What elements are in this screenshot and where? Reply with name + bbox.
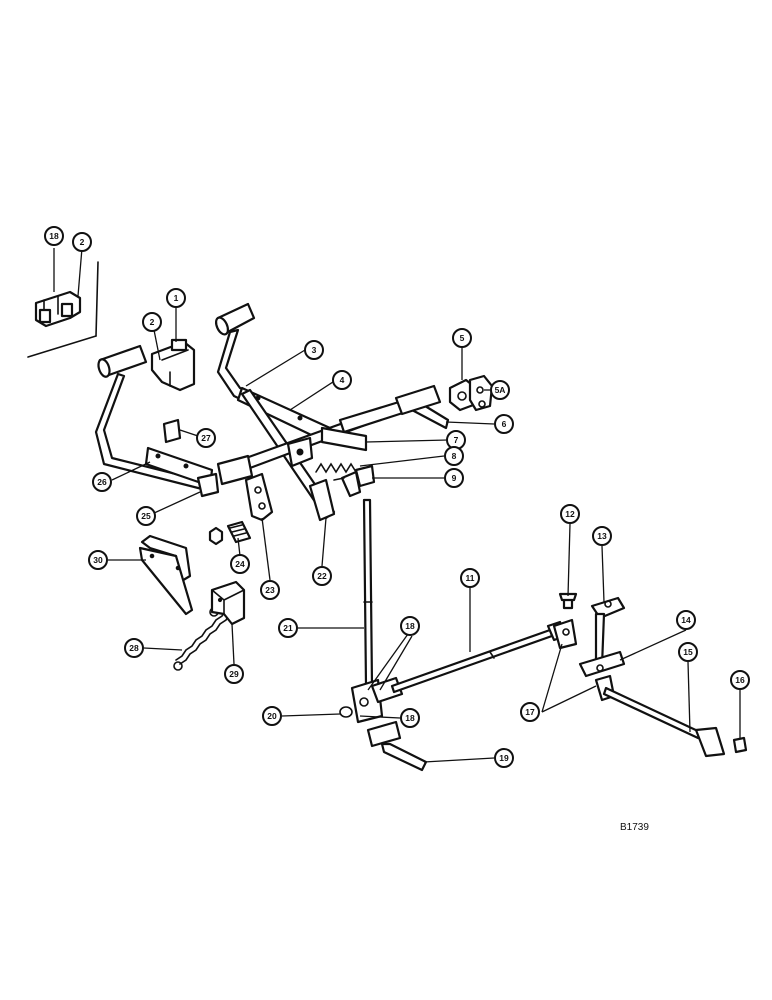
cross-shaft	[244, 384, 450, 474]
angle-bracket	[210, 580, 246, 626]
callout-19: 19	[494, 748, 514, 768]
callout-14: 14	[676, 610, 696, 630]
vertical-rod	[362, 498, 374, 688]
mounting-bracket-plate	[140, 534, 192, 584]
bolt-12	[558, 592, 578, 610]
callout-5a: 5A	[490, 380, 510, 400]
rod-15	[594, 674, 726, 758]
callout-label: 18	[405, 713, 415, 723]
left-pedal-hub	[196, 472, 220, 498]
callout-1: 1	[166, 288, 186, 308]
pin-16	[732, 736, 748, 754]
callout-16: 16	[730, 670, 750, 690]
callout-label: 24	[235, 559, 245, 569]
callout-23: 23	[260, 580, 280, 600]
callout-4: 4	[332, 370, 352, 390]
callout-label: 16	[735, 675, 745, 685]
center-clevis-plate	[244, 472, 274, 522]
callout-label: 12	[565, 509, 575, 519]
callout-label: 29	[229, 669, 239, 679]
callout-18c: 18	[400, 708, 420, 728]
callout-label: 22	[317, 571, 327, 581]
inset-bracket	[34, 290, 82, 328]
callout-label: 21	[283, 623, 293, 633]
tension-spring	[173, 607, 231, 671]
hex-nut	[208, 526, 224, 546]
callout-label: 28	[129, 643, 139, 653]
callout-label: 13	[597, 531, 607, 541]
callout-18b: 18	[400, 616, 420, 636]
callout-28: 28	[124, 638, 144, 658]
callout-29: 29	[224, 664, 244, 684]
mounting-bracket	[138, 534, 194, 616]
callout-30: 30	[88, 550, 108, 570]
shaft-plate	[320, 426, 368, 452]
callout-22: 22	[312, 566, 332, 586]
callout-12: 12	[560, 504, 580, 524]
callout-5: 5	[452, 328, 472, 348]
callout-label: 23	[265, 585, 275, 595]
callout-label: 17	[525, 707, 535, 717]
callout-label: 11	[466, 573, 475, 583]
callout-3: 3	[304, 340, 324, 360]
callout-17: 17	[520, 702, 540, 722]
callout-24: 24	[230, 554, 250, 574]
callout-label: 5A	[495, 385, 506, 395]
callout-label: 30	[93, 555, 103, 565]
clevis-17	[552, 618, 578, 650]
callout-25: 25	[136, 506, 156, 526]
callout-label: 9	[452, 473, 457, 483]
left-pedal-assembly	[94, 338, 220, 498]
callout-11: 11	[460, 568, 480, 588]
callout-label: 7	[454, 435, 459, 445]
rod-end-yoke	[694, 726, 726, 758]
center-clevis	[216, 454, 274, 522]
callout-label: 25	[141, 511, 151, 521]
nut-and-spring	[208, 520, 252, 546]
callout-27: 27	[196, 428, 216, 448]
drawing-code: B1739	[620, 822, 649, 833]
lower-clevis-group	[339, 676, 404, 724]
callout-20: 20	[262, 706, 282, 726]
callout-label: 14	[681, 615, 691, 625]
callout-label: 8	[452, 451, 457, 461]
callout-label: 26	[97, 477, 107, 487]
callout-2b: 2	[142, 312, 162, 332]
callout-label: 20	[267, 711, 277, 721]
callout-6: 6	[494, 414, 514, 434]
callout-21: 21	[278, 618, 298, 638]
callout-26: 26	[92, 472, 112, 492]
shaft-19	[366, 720, 428, 772]
right-pedal-assembly	[214, 302, 336, 522]
callout-label: 18	[405, 621, 415, 631]
leader-lines	[53, 247, 741, 763]
callout-label: 3	[312, 345, 317, 355]
callout-label: 2	[80, 237, 85, 247]
callout-label: 1	[174, 293, 179, 303]
callout-label: 18	[49, 231, 59, 241]
horizontal-rod	[390, 620, 568, 694]
callout-label: 27	[201, 433, 211, 443]
lever-plate-14	[578, 650, 626, 678]
callout-13: 13	[592, 526, 612, 546]
callout-label: 4	[340, 375, 345, 385]
callout-15: 15	[678, 642, 698, 662]
return-spring	[315, 462, 357, 474]
callout-9: 9	[444, 468, 464, 488]
lever-plate-13	[578, 596, 626, 678]
callout-18a: 18	[44, 226, 64, 246]
clevis-fork	[333, 464, 376, 498]
callout-label: 15	[683, 647, 693, 657]
callout-label: 2	[150, 317, 155, 327]
callout-label: 19	[499, 753, 509, 763]
callout-label: 5	[460, 333, 465, 343]
tab-plate	[162, 418, 182, 444]
callout-2a: 2	[72, 232, 92, 252]
inset-detail	[27, 261, 99, 358]
cam-plates	[448, 374, 494, 412]
callout-8: 8	[444, 446, 464, 466]
callout-label: 6	[502, 419, 507, 429]
